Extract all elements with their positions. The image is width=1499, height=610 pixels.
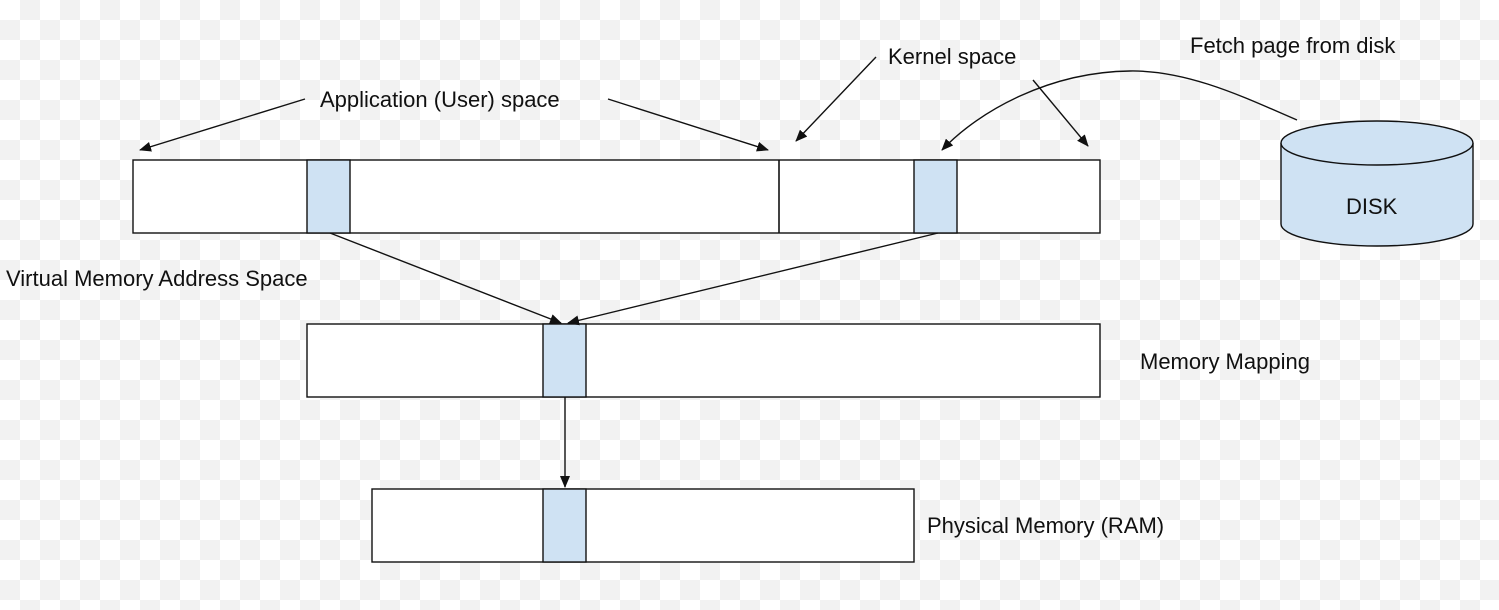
physical-page bbox=[542, 488, 587, 563]
physical-memory-bar bbox=[371, 488, 915, 563]
kernel-space-right-arrow bbox=[1032, 79, 1089, 147]
virtual-user-page bbox=[306, 159, 351, 234]
virtual-kernel-page bbox=[913, 159, 958, 234]
fetch-page-label: Fetch page from disk bbox=[1190, 33, 1396, 58]
virtual-memory-label: Virtual Memory Address Space bbox=[6, 266, 308, 291]
mapping-page bbox=[542, 323, 587, 398]
kernel-space-label: Kernel space bbox=[888, 44, 1017, 69]
user-page-mapping-arrow bbox=[329, 232, 562, 324]
memory-mapping-label: Memory Mapping bbox=[1140, 349, 1310, 374]
app-space-right-arrow bbox=[607, 98, 769, 152]
kernel-space-left-arrow bbox=[795, 56, 877, 142]
app-space-left-arrow bbox=[139, 98, 306, 152]
kernel-page-mapping-arrow bbox=[567, 232, 939, 326]
physical-memory-label: Physical Memory (RAM) bbox=[927, 513, 1165, 538]
disk-label: DISK bbox=[1346, 194, 1398, 219]
disk-cylinder bbox=[1280, 120, 1474, 247]
memory-mapping-bar bbox=[306, 323, 1101, 398]
application-space-label: Application (User) space bbox=[320, 87, 560, 112]
fetch-page-arrow bbox=[941, 70, 1298, 151]
